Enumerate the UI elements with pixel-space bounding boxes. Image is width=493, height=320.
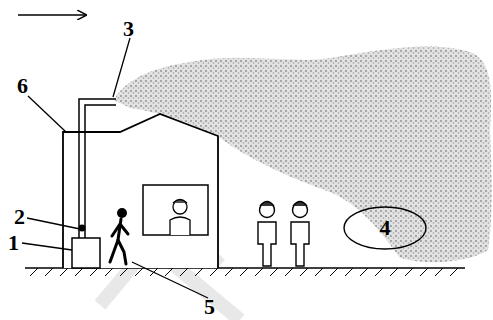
building	[63, 114, 218, 268]
outside-person	[291, 202, 309, 267]
sampling-point	[79, 225, 86, 232]
exhaust-pipe	[79, 99, 116, 238]
ground	[25, 268, 465, 276]
callout-number: 1	[8, 232, 19, 254]
walking-person	[110, 208, 128, 264]
callout-number: 2	[14, 206, 25, 228]
leader-line	[22, 38, 208, 298]
source-box	[72, 238, 100, 268]
ellipse-shape	[344, 207, 426, 249]
wind-arrow	[18, 14, 86, 16]
person-in-window	[170, 200, 190, 236]
callout-number: 3	[123, 18, 134, 40]
callout-number: 5	[204, 296, 215, 318]
callout-number: 4	[380, 217, 391, 239]
outside-person	[258, 202, 276, 267]
zone-ellipse: 4	[343, 206, 427, 250]
window	[143, 185, 208, 235]
callout-number: 6	[17, 75, 28, 97]
